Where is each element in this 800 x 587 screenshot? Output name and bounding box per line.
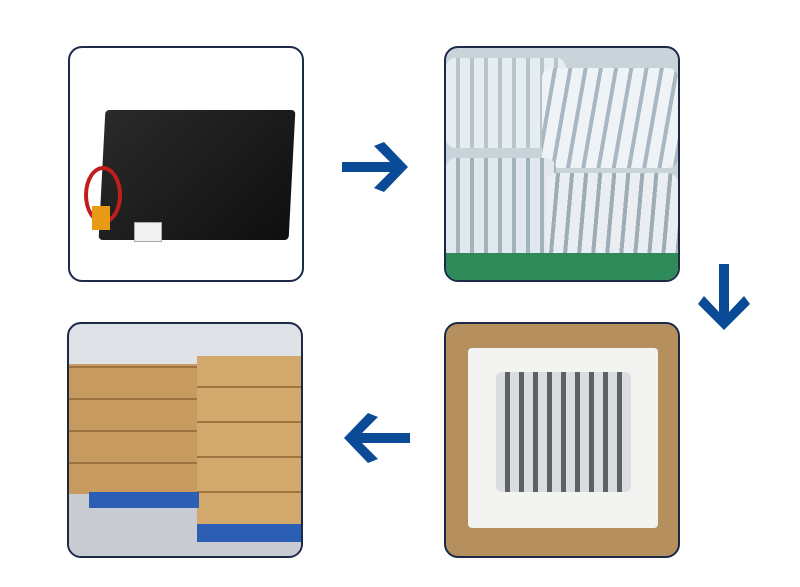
battery-body [98,110,296,240]
battery-connector [92,206,110,230]
left-arrow-icon [344,413,410,463]
wrapped-battery [496,372,631,492]
down-arrow-icon [698,264,750,330]
carton-stack [197,356,301,526]
right-arrow-icon [342,142,408,192]
carton-with-foam-photo [444,322,680,558]
wrapped-pack [446,158,556,258]
palletized-cartons-photo [67,322,303,558]
battery-pack-photo [68,46,304,282]
green-table [446,253,678,280]
wrapped-pack [542,68,678,168]
carton-stack [69,364,199,494]
pallet [197,524,301,542]
battery-plug [134,222,162,242]
air-column-wrap-photo [444,46,680,282]
wrapped-pack [546,173,678,258]
pallet [89,492,199,508]
